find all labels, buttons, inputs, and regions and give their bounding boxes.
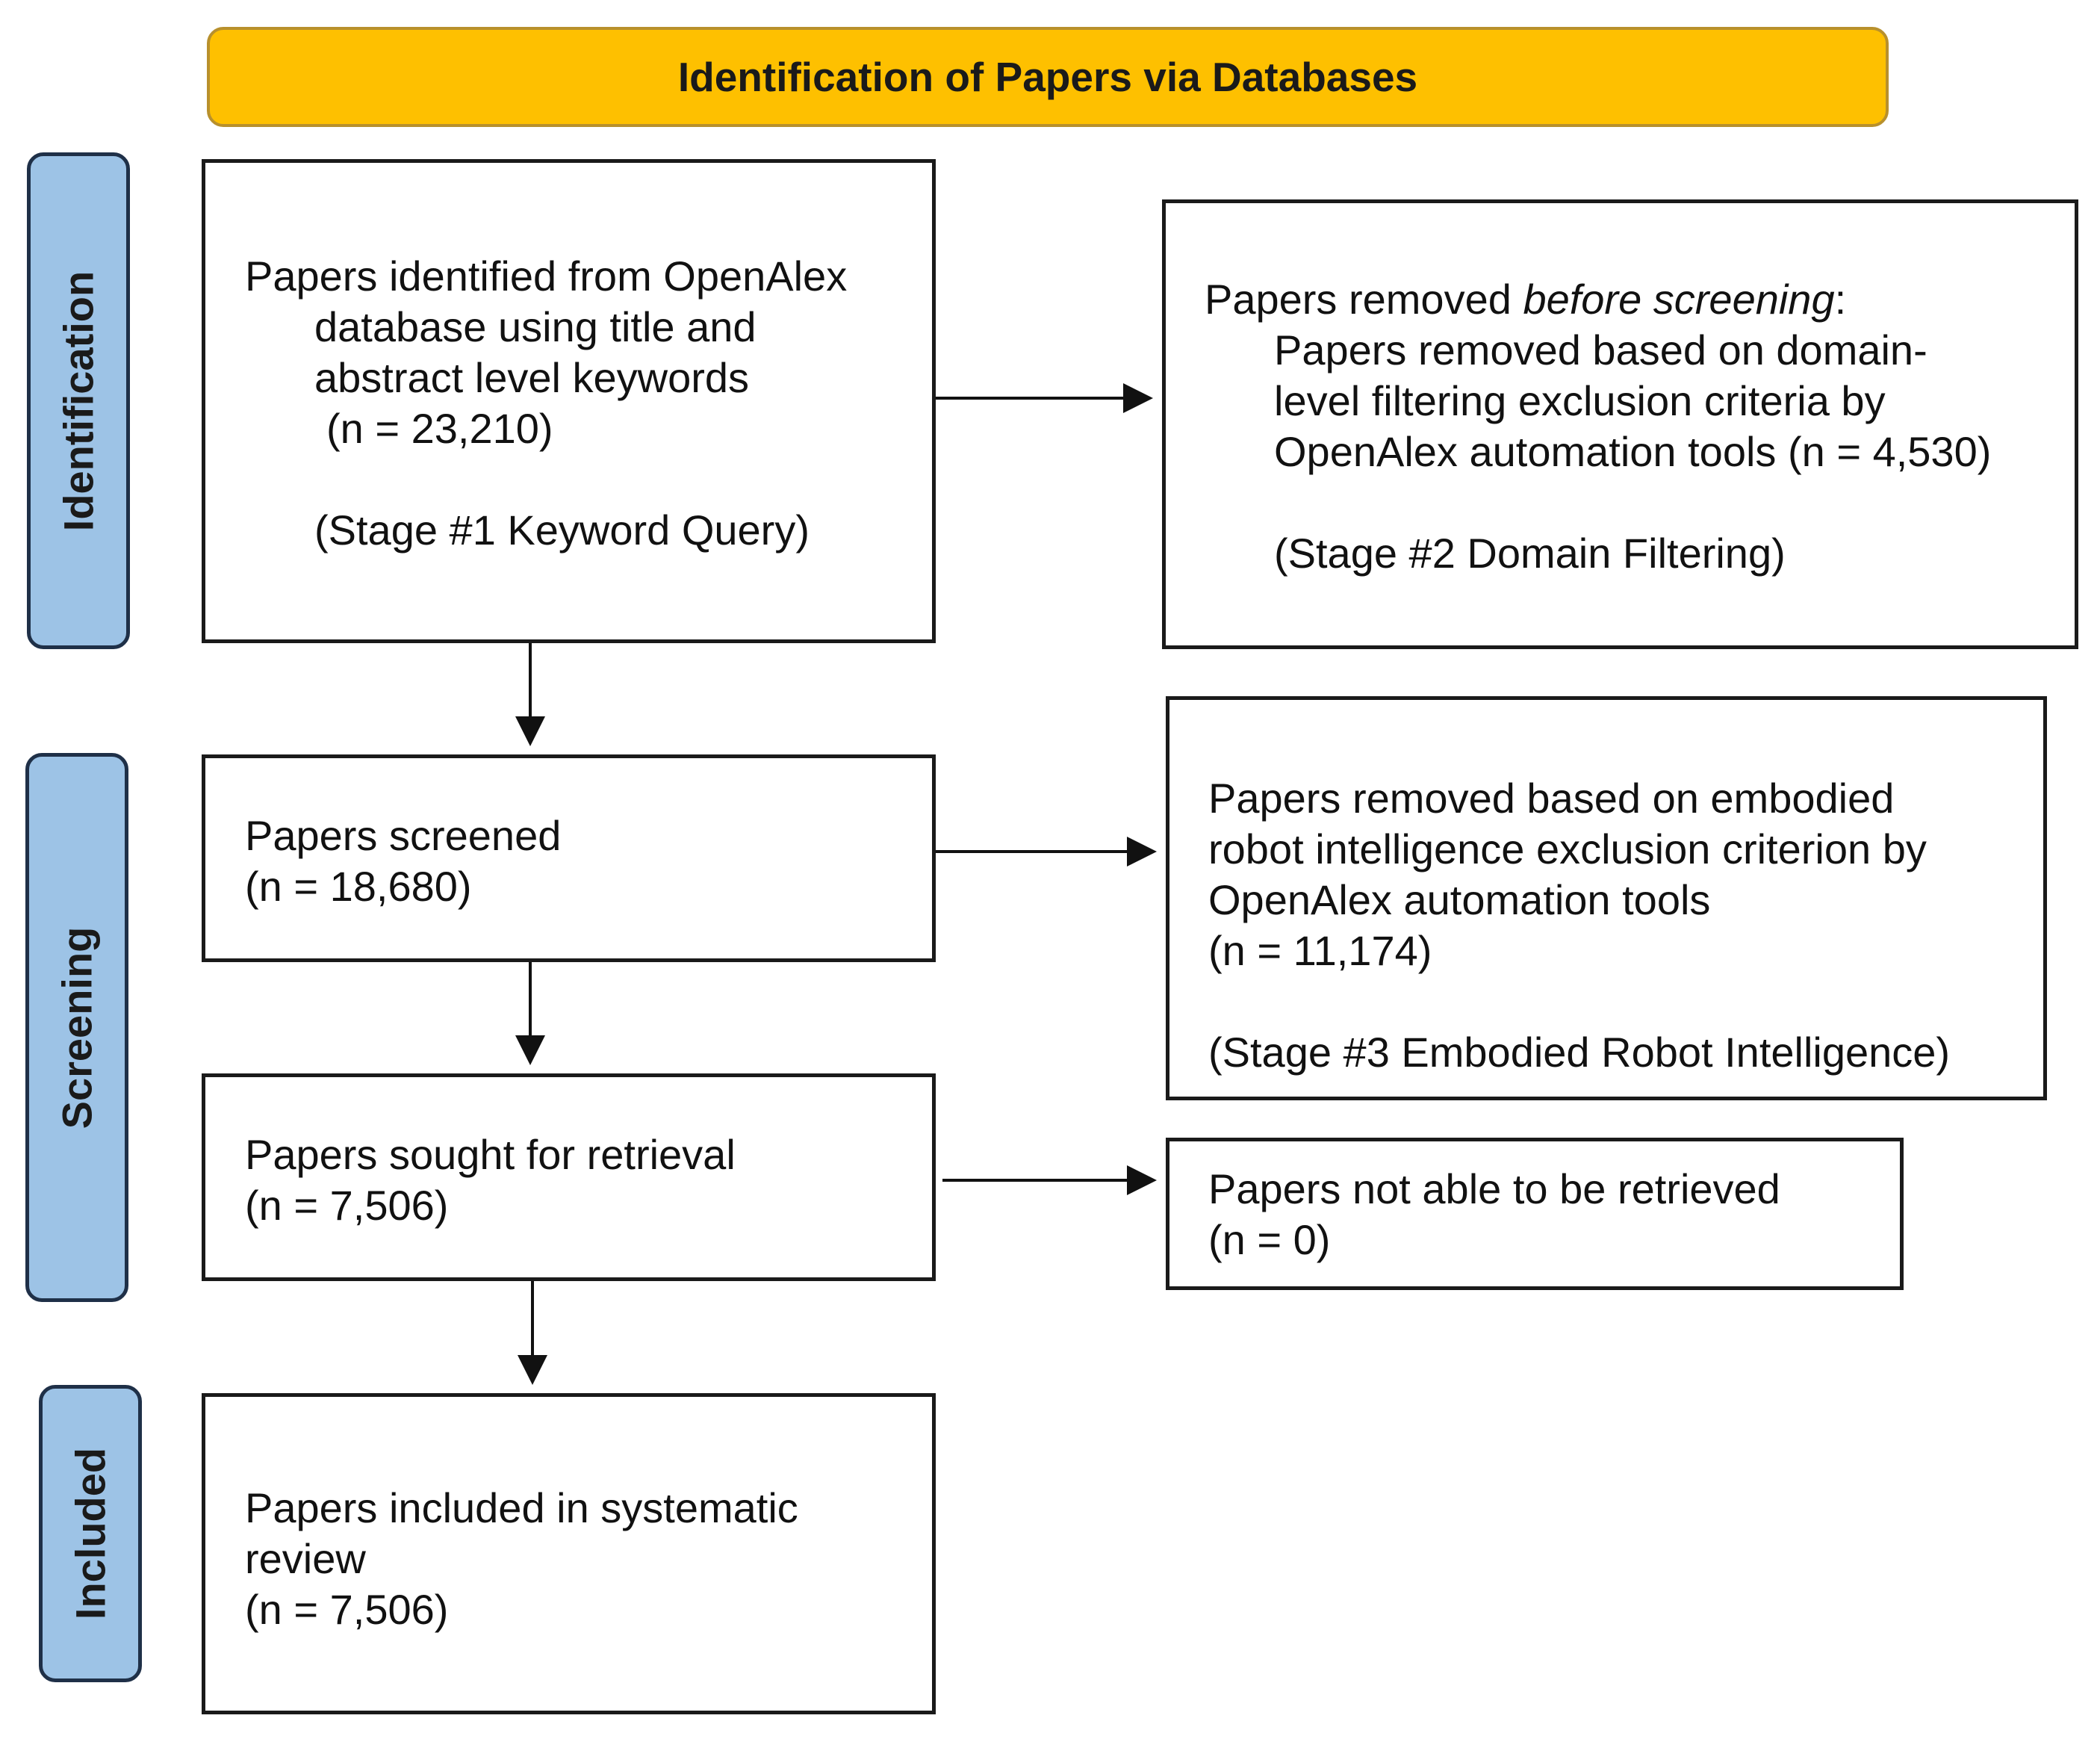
included-count: (n = 7,506) <box>245 1586 449 1633</box>
embodied-count: (n = 11,174) <box>1208 927 1432 974</box>
box-removed-before-screening: Papers removed before screening: Papers … <box>1162 199 2078 649</box>
phase-label-identification: Identification <box>27 152 130 649</box>
not-retrieved-line-1: Papers not able to be retrieved <box>1208 1165 1780 1212</box>
embodied-line-2: robot intelligence exclusion criterion b… <box>1208 825 1927 872</box>
identified-line-3: abstract level keywords <box>314 354 750 401</box>
diagram-title: Identification of Papers via Databases <box>677 54 1418 100</box>
removed-before-stage: (Stage #2 Domain Filtering) <box>1274 530 1786 577</box>
identified-stage: (Stage #1 Keyword Query) <box>314 506 810 554</box>
box-papers-screened: Papers screened (n = 18,680) <box>202 754 936 962</box>
sought-count: (n = 7,506) <box>245 1182 449 1229</box>
diagram-title-banner: Identification of Papers via Databases <box>207 27 1889 127</box>
embodied-stage: (Stage #3 Embodied Robot Intelligence) <box>1208 1029 1951 1076</box>
removed-before-line-3: level filtering exclusion criteria by <box>1274 377 1886 424</box>
screened-line-1: Papers screened <box>245 812 562 859</box>
removed-before-emphasis: before screening <box>1523 276 1835 323</box>
included-line-1: Papers included in systematic <box>245 1484 798 1531</box>
embodied-line-3: OpenAlex automation tools <box>1208 876 1711 923</box>
included-line-2: review <box>245 1535 366 1582</box>
box-papers-sought: Papers sought for retrieval (n = 7,506) <box>202 1073 936 1281</box>
box-papers-included: Papers included in systematic review (n … <box>202 1393 936 1714</box>
not-retrieved-count: (n = 0) <box>1208 1216 1331 1263</box>
identified-count: (n = 23,210) <box>326 405 553 452</box>
removed-before-heading: Papers removed before screening: <box>1205 274 1846 325</box>
removed-before-prefix: Papers removed <box>1205 276 1523 323</box>
removed-before-suffix: : <box>1834 276 1847 323</box>
box-removed-embodied: Papers removed based on embodied robot i… <box>1166 696 2047 1100</box>
identified-line-1: Papers identified from OpenAlex <box>245 252 848 300</box>
phase-label-screening: Screening <box>25 753 128 1302</box>
phase-label-included: Included <box>39 1385 142 1682</box>
box-not-retrieved: Papers not able to be retrieved (n = 0) <box>1166 1138 1904 1290</box>
screened-count: (n = 18,680) <box>245 863 472 910</box>
sought-line-1: Papers sought for retrieval <box>245 1131 736 1178</box>
identified-line-2: database using title and <box>314 303 757 350</box>
removed-before-line-2: Papers removed based on domain- <box>1274 326 1927 373</box>
removed-before-line-4: OpenAlex automation tools (n = 4,530) <box>1274 428 1992 475</box>
embodied-line-1: Papers removed based on embodied <box>1208 775 1895 822</box>
box-papers-identified: Papers identified from OpenAlex database… <box>202 159 936 643</box>
